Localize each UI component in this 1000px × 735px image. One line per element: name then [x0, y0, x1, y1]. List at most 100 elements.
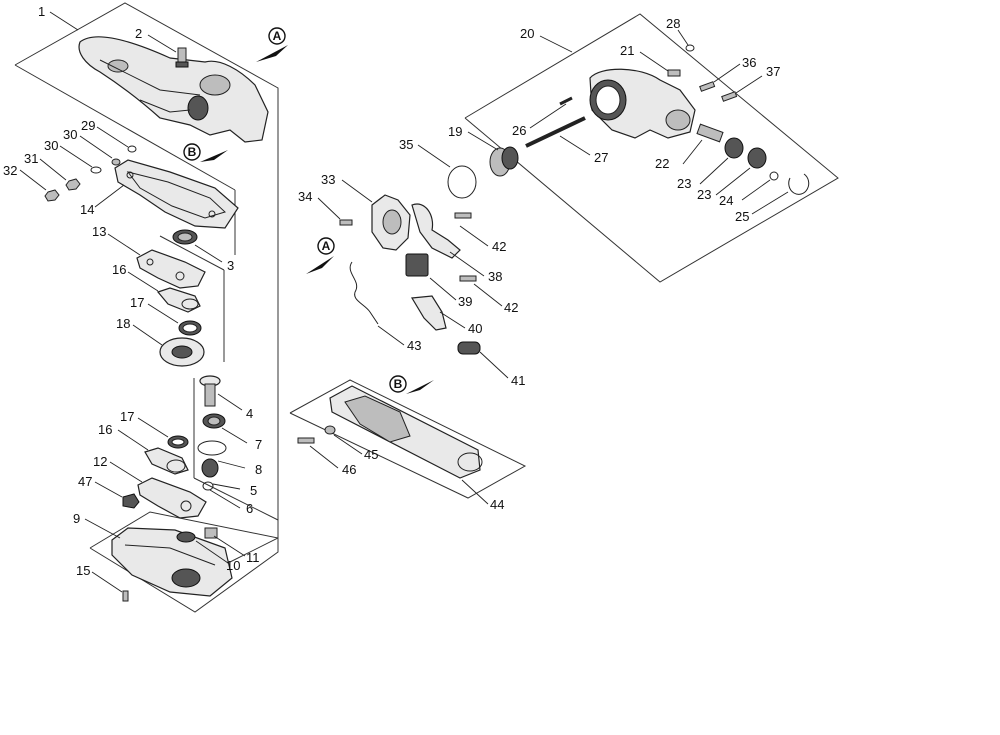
label-28: 28 — [666, 16, 680, 31]
label-11: 11 — [246, 550, 260, 565]
label-23a: 23 — [677, 176, 691, 191]
part-22-shaft — [696, 123, 724, 143]
label-18: 18 — [116, 316, 130, 331]
label-26: 26 — [512, 123, 526, 138]
part-3-bearing — [172, 229, 198, 245]
ref-marker-a-mid: A — [306, 237, 335, 274]
label-39: 39 — [458, 294, 472, 309]
label-19: 19 — [448, 124, 462, 139]
label-35: 35 — [399, 137, 413, 152]
part-24-25-clips — [769, 171, 810, 195]
part-5-6-rings — [197, 440, 227, 491]
frame-lines — [14, 2, 839, 613]
label-43: 43 — [407, 338, 421, 353]
label-10: 10 — [226, 558, 240, 573]
part-12-plate — [137, 477, 207, 519]
part-15-screw — [122, 590, 129, 602]
label-34: 34 — [298, 189, 312, 204]
label-22: 22 — [655, 156, 669, 171]
part-16b-link — [144, 447, 189, 475]
label-7: 7 — [255, 437, 262, 452]
label-14: 14 — [80, 202, 94, 217]
label-27: 27 — [594, 150, 608, 165]
label-42b: 42 — [504, 300, 518, 315]
part-45-46-fasteners — [297, 425, 336, 444]
label-23b: 23 — [697, 187, 711, 202]
part-17b-ring — [167, 435, 189, 449]
label-15: 15 — [76, 563, 90, 578]
label-25: 25 — [735, 209, 749, 224]
arrow-icon — [256, 45, 288, 62]
part-36-37-bolts — [699, 81, 738, 102]
ref-marker-a-top: A — [256, 27, 288, 62]
label-42a: 42 — [492, 239, 506, 254]
label-41: 41 — [511, 373, 525, 388]
part-44-tube — [329, 385, 483, 479]
arrow-icon — [306, 256, 334, 274]
ref-marker-b-left: B — [183, 143, 228, 162]
part-14-gasket — [114, 159, 239, 229]
part-39-block — [405, 253, 429, 277]
part-13-plate — [136, 249, 206, 289]
label-30b: 30 — [44, 138, 58, 153]
part-26-27-shafts — [525, 96, 586, 148]
part-23-bearings — [724, 137, 767, 169]
label-16a: 16 — [112, 262, 126, 277]
label-13: 13 — [92, 224, 106, 239]
label-17a: 17 — [130, 295, 144, 310]
label-12: 12 — [93, 454, 107, 469]
svg-text:B: B — [188, 145, 197, 159]
label-31: 31 — [24, 151, 38, 166]
part-43-spring — [349, 261, 379, 325]
label-30a: 30 — [63, 127, 77, 142]
part-1-housing — [78, 36, 269, 143]
part-8-gear — [201, 458, 219, 478]
label-5: 5 — [250, 483, 257, 498]
part-38-bracket — [411, 203, 461, 259]
label-4: 4 — [246, 406, 253, 421]
label-17b: 17 — [120, 409, 134, 424]
part-21-28-fittings — [667, 44, 695, 77]
label-16b: 16 — [98, 422, 112, 437]
label-45: 45 — [364, 447, 378, 462]
label-2: 2 — [135, 26, 142, 41]
label-38: 38 — [488, 269, 502, 284]
label-40: 40 — [468, 321, 482, 336]
part-10-11-bushings — [176, 527, 218, 543]
label-6: 6 — [246, 501, 253, 516]
part-7-bearing — [202, 413, 226, 429]
label-46: 46 — [342, 462, 356, 477]
svg-text:A: A — [273, 29, 282, 43]
label-33: 33 — [321, 172, 335, 187]
part-34-screw — [339, 219, 353, 226]
label-36: 36 — [742, 55, 756, 70]
part-40-plate — [410, 295, 447, 331]
svg-text:B: B — [394, 377, 403, 391]
part-35-oring — [447, 165, 477, 199]
part-42-bolts — [454, 212, 477, 282]
label-1: 1 — [38, 4, 45, 19]
part-33-sprocket — [371, 194, 411, 251]
part-41-cap — [457, 341, 481, 355]
arrow-icon — [406, 380, 434, 394]
label-29: 29 — [81, 118, 95, 133]
label-24: 24 — [719, 193, 733, 208]
label-32: 32 — [3, 163, 17, 178]
label-20: 20 — [520, 26, 534, 41]
label-37: 37 — [766, 64, 780, 79]
label-9: 9 — [73, 511, 80, 526]
label-21: 21 — [620, 43, 634, 58]
part-17-ring — [178, 320, 202, 336]
part-29-30-31-32-fasteners — [44, 145, 137, 202]
part-18-gear — [159, 337, 205, 367]
arrow-icon — [200, 150, 228, 162]
label-3: 3 — [227, 258, 234, 273]
leader-lines — [19, 11, 789, 593]
label-47: 47 — [78, 474, 92, 489]
part-4-pin — [199, 375, 221, 407]
part-number-labels: 1 2 29 30 30 31 32 14 13 3 16 17 18 4 7 … — [3, 4, 780, 578]
part-16-link — [156, 287, 201, 313]
svg-text:A: A — [322, 239, 331, 253]
